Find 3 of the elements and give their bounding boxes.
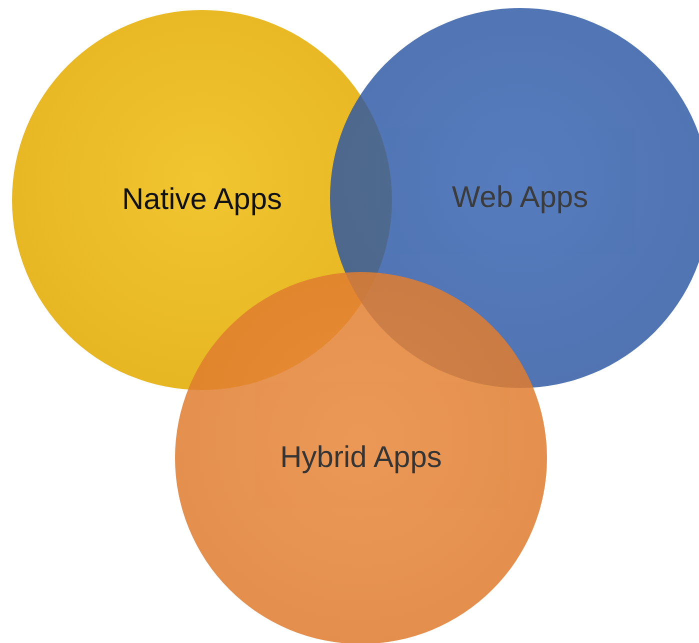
circle-label: Web Apps	[452, 181, 588, 215]
circle-label: Hybrid Apps	[280, 441, 442, 475]
circle-label: Native Apps	[122, 183, 282, 217]
